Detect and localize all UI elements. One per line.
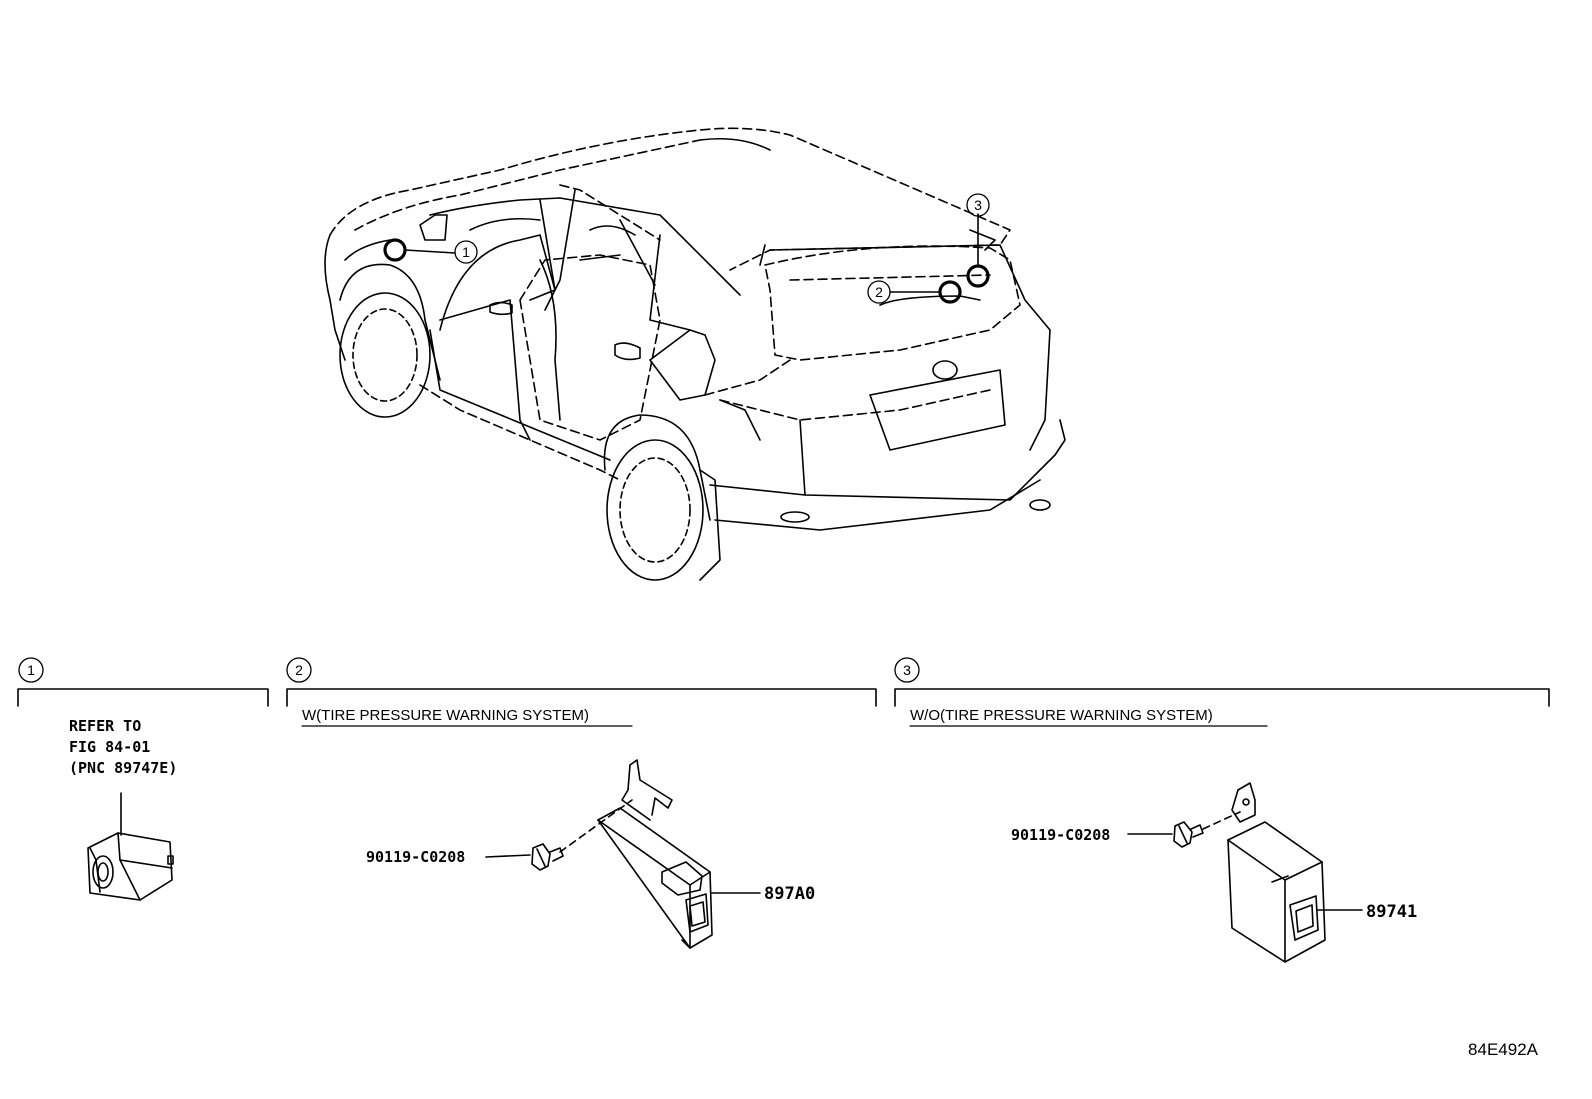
callout-3-number: 3 [974, 197, 982, 213]
callout-1-bubble [454, 240, 478, 264]
control-unit-icon [1227, 782, 1363, 963]
callout-3-bubble [966, 193, 990, 217]
callout-1-number: 1 [462, 244, 470, 260]
section-1-bubble [18, 657, 44, 683]
connector-icon [87, 792, 174, 901]
callout-2-bubble [867, 280, 891, 304]
unit-part-number: 897A0 [764, 884, 815, 904]
refer-line-2: FIG 84-01 [69, 738, 150, 756]
refer-line-3: (PNC 89747E) [69, 759, 177, 777]
section-2-title: W(TIRE PRESSURE WARNING SYSTEM) [302, 707, 589, 724]
bolt-icon [485, 843, 564, 871]
bolt-icon [1127, 821, 1204, 848]
section-3-bubble [894, 657, 920, 683]
section-2-number: 2 [295, 662, 303, 678]
section-2-bubble [286, 657, 312, 683]
section-1-number: 1 [27, 662, 35, 678]
vehicle-drawing [324, 127, 1066, 581]
unit-part-number: 89741 [1366, 902, 1417, 922]
bolt-part-number: 90119-C0208 [1011, 826, 1110, 844]
section-2-bracket [286, 688, 877, 707]
section-3-number: 3 [903, 662, 911, 678]
control-unit-icon [597, 759, 761, 949]
refer-line-1: REFER TO [69, 717, 141, 735]
bolt-part-number: 90119-C0208 [366, 848, 465, 866]
section-3-bracket [894, 688, 1550, 707]
callout-2-number: 2 [875, 284, 883, 300]
section-3-title: W/O(TIRE PRESSURE WARNING SYSTEM) [910, 707, 1213, 724]
section-1-bracket [17, 688, 269, 707]
figure-id: 84E492A [1468, 1040, 1539, 1059]
